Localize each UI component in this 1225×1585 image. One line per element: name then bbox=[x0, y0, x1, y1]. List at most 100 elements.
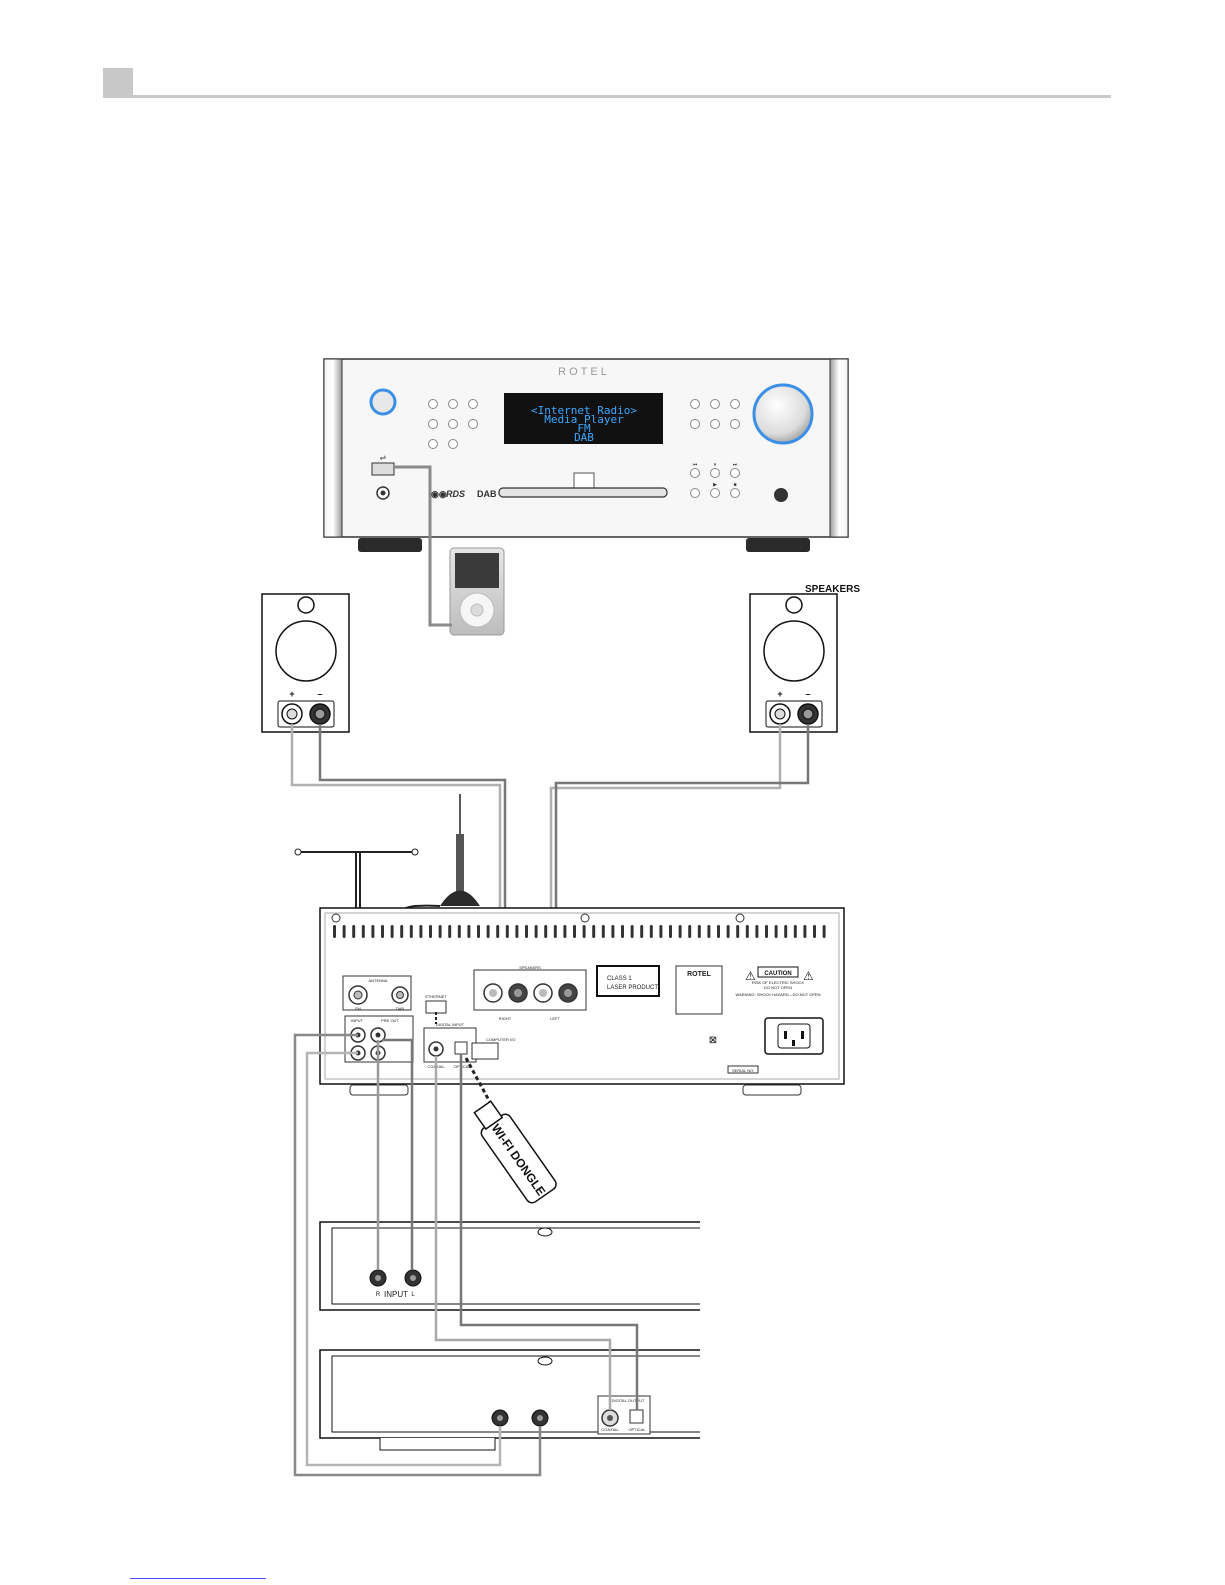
vent-slot bbox=[736, 925, 740, 938]
vent-slot bbox=[477, 925, 480, 938]
caution-line-2: DO NOT OPEN bbox=[764, 985, 792, 990]
footer-link-underline[interactable] bbox=[130, 1578, 266, 1579]
serial-label: SERIAL NO. bbox=[732, 1068, 754, 1073]
vent-slot bbox=[361, 925, 365, 938]
amplifier-device: R L INPUT bbox=[319, 1221, 700, 1311]
speakers-label: SPEAKERS bbox=[805, 584, 860, 595]
rear-speaker-terminals[interactable] bbox=[483, 983, 578, 1003]
caution-box bbox=[757, 966, 799, 978]
right-label: RIGHT bbox=[499, 1016, 512, 1021]
optical-label: OPTICAL bbox=[453, 1064, 471, 1069]
speaker-left: + – bbox=[261, 593, 350, 733]
vent-slot bbox=[381, 925, 384, 938]
wifi-dashed-link bbox=[464, 1057, 494, 1107]
vent-slot bbox=[400, 925, 404, 938]
left-label: LEFT bbox=[550, 1016, 560, 1021]
source-optical-out[interactable] bbox=[629, 1409, 644, 1424]
vent-slot bbox=[448, 925, 452, 938]
optical-input-jack[interactable] bbox=[454, 1041, 468, 1055]
vent-slot bbox=[601, 925, 605, 938]
speaker-cables bbox=[290, 724, 810, 985]
vent-slot bbox=[419, 925, 423, 938]
ir-sensor bbox=[774, 488, 788, 502]
vent-slot bbox=[525, 925, 528, 938]
caution-warning-icon: ⚠ bbox=[803, 969, 814, 983]
weee-bin-icon: ⊠ bbox=[709, 1035, 717, 1046]
speaker-right: + – bbox=[749, 593, 838, 733]
rds-logo: RDS bbox=[446, 489, 465, 499]
volume-knob[interactable] bbox=[752, 383, 814, 445]
interconnect-cables bbox=[293, 1033, 639, 1477]
vent-slot bbox=[784, 925, 788, 938]
vent-slot bbox=[352, 925, 356, 938]
vent-slot bbox=[563, 925, 567, 938]
front-foot-left bbox=[358, 538, 422, 552]
amp-l-label: L bbox=[411, 1292, 415, 1298]
vent-slot bbox=[371, 925, 375, 938]
dab-label: DAB bbox=[396, 1006, 405, 1011]
vent-slot bbox=[496, 925, 500, 938]
ipod-player bbox=[449, 547, 505, 636]
vent-slot bbox=[726, 925, 730, 938]
vent-slot bbox=[342, 925, 346, 938]
vent-slot bbox=[774, 925, 778, 938]
stop-icon: ■ bbox=[733, 482, 736, 488]
play-icon: ▶ bbox=[713, 482, 717, 488]
input-label: INPUT bbox=[351, 1018, 364, 1023]
compact-disc-logo-icon bbox=[573, 472, 595, 490]
usb-icon: ⇌ bbox=[380, 453, 387, 462]
vent-slot bbox=[505, 925, 509, 938]
left-button-grid[interactable] bbox=[428, 399, 478, 449]
fm-label: FM bbox=[355, 1006, 361, 1011]
computer-io-label: COMPUTER I/O bbox=[486, 1037, 515, 1042]
vent-slot bbox=[592, 925, 596, 938]
rotel-rating-plate bbox=[675, 965, 723, 1015]
transport-buttons[interactable] bbox=[690, 468, 740, 498]
computer-io-port[interactable] bbox=[471, 1042, 499, 1060]
minus-label: – bbox=[317, 689, 322, 699]
vent-slot bbox=[707, 925, 711, 938]
vent-slot bbox=[813, 925, 816, 938]
header-rule bbox=[103, 95, 1111, 98]
front-usb-port[interactable] bbox=[371, 462, 395, 476]
vent-slot bbox=[745, 925, 749, 938]
source-coaxial-label: COAXIAL bbox=[601, 1427, 619, 1432]
power-button[interactable] bbox=[369, 388, 397, 416]
vent-slot bbox=[390, 925, 394, 938]
source-optical-label: OPTICAL bbox=[628, 1427, 646, 1432]
next-icon: ⏭ bbox=[733, 462, 738, 468]
right-button-grid[interactable] bbox=[690, 399, 740, 429]
vent-slot bbox=[409, 925, 413, 938]
vent-slot bbox=[669, 925, 672, 938]
ethernet-label: ETHERNET bbox=[425, 994, 447, 999]
woofer bbox=[275, 620, 337, 682]
vent-slot bbox=[621, 925, 624, 938]
vent-slot bbox=[573, 925, 576, 938]
caution-line-1: RISK OF ELECTRIC SHOCK bbox=[752, 980, 805, 985]
vent-slot bbox=[333, 925, 336, 938]
display-line-1: <Internet Radio> bbox=[531, 404, 637, 417]
amp-input-label: INPUT bbox=[384, 1290, 408, 1299]
digital-output-label: DIGITAL OUTPUT bbox=[612, 1398, 645, 1403]
vent-slot bbox=[429, 925, 432, 938]
vent-slot bbox=[697, 925, 701, 938]
digital-input-label: DIGITAL INPUT bbox=[436, 1022, 465, 1027]
vent-slot bbox=[438, 925, 442, 938]
display-line-3: FM bbox=[577, 422, 591, 435]
tweeter bbox=[785, 596, 803, 614]
rotel-plate-label: ROTEL bbox=[687, 971, 711, 978]
ethernet-port[interactable] bbox=[425, 1000, 447, 1014]
display-line-2: Media Player bbox=[544, 413, 624, 426]
vent-slots bbox=[333, 925, 826, 938]
class1-label-box bbox=[596, 965, 660, 997]
cd-slot[interactable] bbox=[498, 487, 668, 498]
vent-slot bbox=[803, 925, 807, 938]
ipod-screen bbox=[455, 553, 499, 588]
vent-slot bbox=[678, 925, 682, 938]
tweeter bbox=[297, 596, 315, 614]
vent-slot bbox=[486, 925, 490, 938]
woofer bbox=[763, 620, 825, 682]
vent-slot bbox=[765, 925, 768, 938]
vent-slot bbox=[544, 925, 548, 938]
